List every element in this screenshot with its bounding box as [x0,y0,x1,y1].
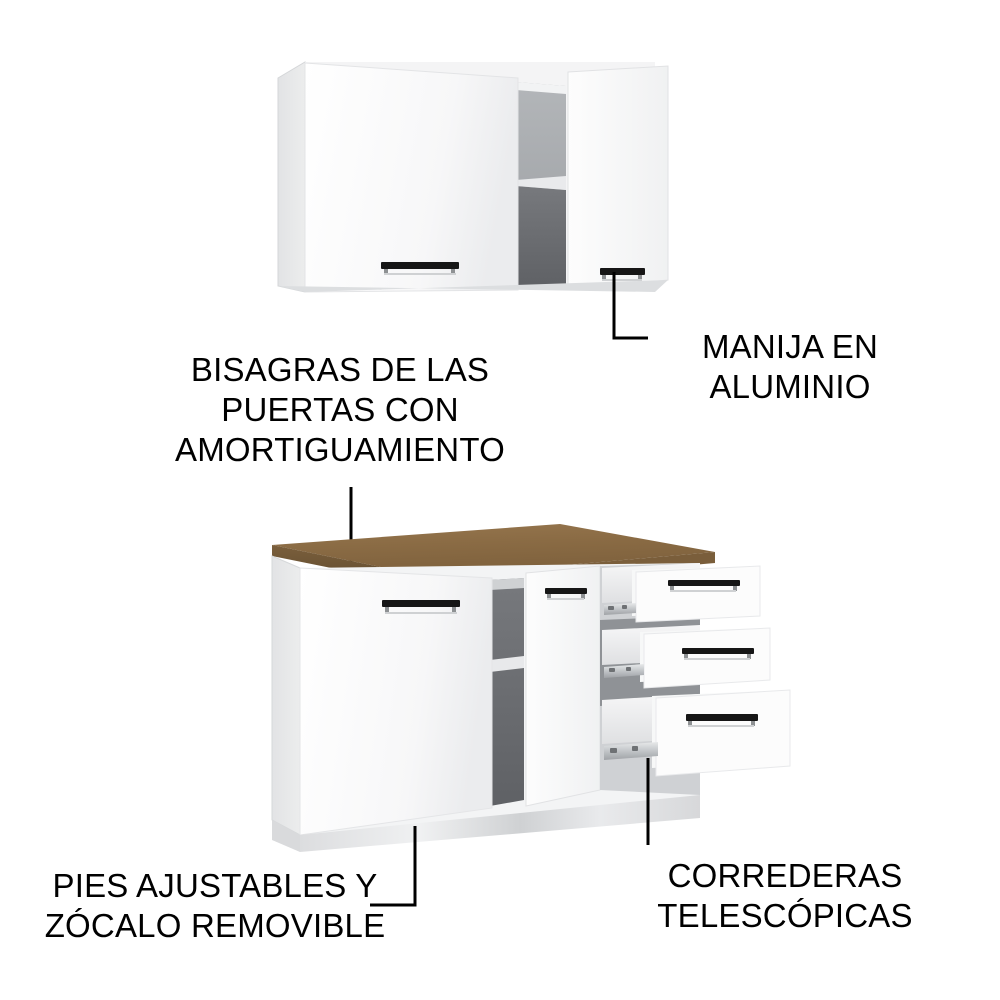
upper-cabinet-cavity-top [516,82,566,94]
upper-cabinet-bottom-edge [278,280,668,292]
upper-wall-cabinet [277,61,669,293]
lower-cabinet-open-section [490,578,524,806]
upper-right-door[interactable] [567,65,669,291]
callout-hinges: BISAGRAS DE LAS PUERTAS CON AMORTIGUAMIE… [175,351,505,468]
upper-cabinet-shelf [516,176,566,190]
drawer-middle-handle[interactable] [682,648,754,660]
upper-cabinet-side-panel [277,61,306,293]
drawer-bottom-front[interactable] [655,689,791,777]
drawer-middle-slide [604,664,644,678]
base-plinth [272,795,700,852]
upper-left-door-handle[interactable] [381,262,459,275]
callout-feet: PIES AJUSTABLES Y ZÓCALO REMOVIBLE [44,867,386,944]
drawer-top-slide [604,603,636,615]
upper-cabinet-cavity-lower [516,186,566,288]
drawer-top-front[interactable] [635,565,761,623]
lower-left-door[interactable] [299,567,493,836]
callout-handle: MANIJA EN ALUMINIO [701,328,878,405]
drawer-bottom-handle[interactable] [686,714,758,727]
countertop-surface [272,524,715,577]
lower-cabinet-cavity-top [490,578,524,590]
drawer-bottom[interactable] [602,689,791,777]
leader-line-handle [612,272,648,340]
drawer-middle[interactable] [602,625,771,689]
plinth-front [300,795,700,852]
callout-slides: CORREDERAS TELESCÓPICAS [657,857,913,934]
upper-cabinet-open-section [516,82,566,288]
lower-base-cabinet [271,524,791,852]
plinth-side [272,820,300,852]
lower-cabinet-side-panel [271,555,301,836]
upper-right-door-handle[interactable] [600,268,645,281]
drawer-bottom-slide [604,742,658,760]
lower-cabinet-shelf [490,656,524,672]
drawer-top-handle[interactable] [668,580,740,592]
upper-left-door[interactable] [304,62,519,293]
lower-right-door-handle[interactable] [545,588,587,600]
lower-cabinet-cavity [490,578,524,806]
leader-line-feet [370,826,417,907]
lower-left-door-handle[interactable] [382,600,460,614]
lower-right-door[interactable] [525,565,601,807]
drawer-top[interactable] [602,563,761,623]
